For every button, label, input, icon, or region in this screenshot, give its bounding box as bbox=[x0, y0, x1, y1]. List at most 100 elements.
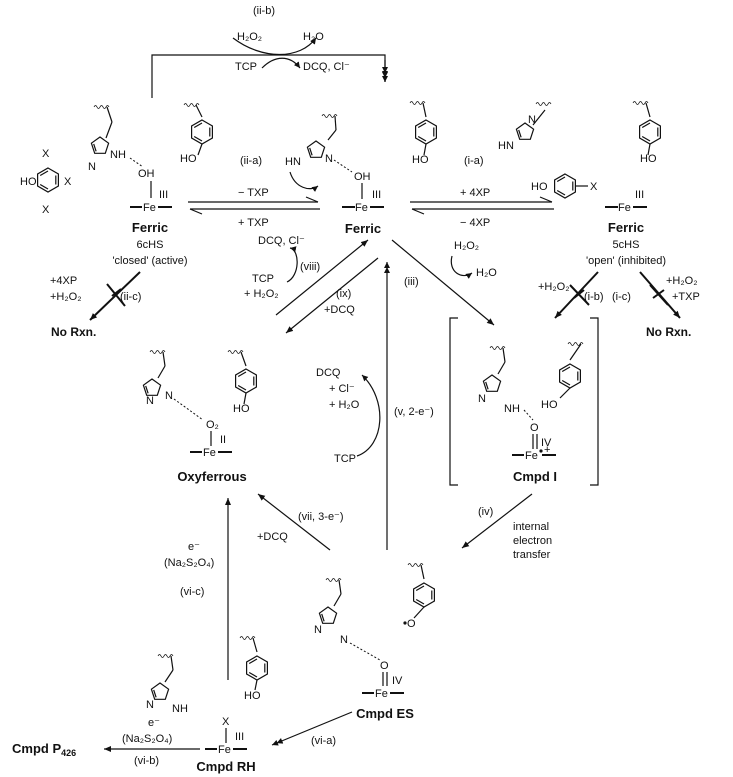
branch-i-b: +H₂O₂ (i-b) bbox=[538, 271, 604, 319]
ferric-open-structure: HN N HO X HO Fe III Ferric 5cHS 'open' (… bbox=[498, 101, 666, 267]
reagent-dcq-cl-top: DCQ, Cl⁻ bbox=[303, 61, 350, 73]
svg-text:+: + bbox=[544, 444, 550, 456]
step-iii-label: (iii) bbox=[404, 276, 419, 288]
oxidation-state: III bbox=[159, 189, 168, 201]
atom-hn: HN bbox=[285, 156, 301, 168]
step-v-label: (v, 2-e⁻) bbox=[394, 406, 434, 418]
reagent-tcp-top: TCP bbox=[235, 61, 257, 73]
step-i-a-forward: + 4XP bbox=[460, 187, 490, 199]
reagent-tcp-v: TCP bbox=[334, 453, 356, 465]
step-iii: H₂O₂ H₂O (iii) bbox=[391, 239, 497, 326]
equilibrium-ii-a: (ii-a) − TXP + TXP bbox=[188, 155, 320, 229]
step-i-b-label: (i-b) bbox=[584, 291, 604, 303]
oxidation-state: III bbox=[635, 189, 644, 201]
atom-o: O bbox=[380, 660, 389, 672]
branch-ii-c: +4XP +H₂O₂ (ii-c) No Rxn. bbox=[50, 271, 141, 339]
step-ix-label: (ix) bbox=[336, 288, 351, 300]
step-vi-b-label: (vi-b) bbox=[134, 755, 159, 767]
step-ii-b-label: (ii-b) bbox=[253, 5, 275, 17]
oxyferrous-structure: N N HO O₂ Fe II Oxyferrous bbox=[142, 350, 257, 484]
step-iv-text1: internal bbox=[513, 521, 549, 533]
atom-hn: HN bbox=[498, 140, 514, 152]
step-i-c-reagent1: +H₂O₂ bbox=[666, 275, 697, 287]
cmpd-i-structure: N NH HO O Fe IV + Cmpd I bbox=[449, 317, 599, 486]
atom-n: N bbox=[88, 161, 96, 173]
species-ferric-open-name: Ferric bbox=[608, 220, 644, 235]
species-ferric-center-name: Ferric bbox=[345, 221, 381, 236]
step-ii-c-reagent1: +4XP bbox=[50, 275, 77, 287]
step-iv-text3: transfer bbox=[513, 549, 551, 561]
step-i-b-reagent: +H₂O₂ bbox=[538, 281, 569, 293]
species-cmpd-rh: Cmpd RH bbox=[196, 759, 255, 774]
atom-fe: Fe bbox=[618, 202, 631, 214]
reagent-h2o-iii: H₂O bbox=[476, 267, 497, 279]
species-cmpd-i: Cmpd I bbox=[513, 469, 557, 484]
atom-n: N bbox=[146, 395, 154, 407]
oxidation-state: IV bbox=[541, 437, 552, 449]
step-viii-ix: DCQ, Cl⁻ (viii) TCP + H₂O₂ (ix) +DCQ bbox=[244, 235, 379, 334]
oxidation-state: IV bbox=[392, 675, 403, 687]
atom-n: N bbox=[478, 393, 486, 405]
atom-n: N bbox=[165, 390, 173, 402]
step-vii-reagent: +DCQ bbox=[257, 531, 288, 543]
species-ferric-closed-spin: 6cHS bbox=[137, 239, 164, 251]
equilibrium-i-a: (i-a) + 4XP − 4XP bbox=[410, 155, 554, 229]
branch-i-c: (i-c) +H₂O₂ +TXP No Rxn. bbox=[612, 271, 700, 339]
species-cmpd-p426-main: Cmpd P bbox=[12, 741, 61, 756]
no-reaction-right: No Rxn. bbox=[646, 325, 691, 339]
atom-x: X bbox=[222, 716, 230, 728]
atom-fe: Fe bbox=[525, 450, 538, 462]
step-i-c-reagent2: +TXP bbox=[672, 291, 700, 303]
step-vii: (vii, 3-e⁻) +DCQ bbox=[257, 493, 344, 551]
atom-ho: HO bbox=[244, 690, 261, 702]
step-iv-label: (iv) bbox=[478, 506, 493, 518]
step-i-a-label: (i-a) bbox=[464, 155, 484, 167]
step-v: DCQ + Cl⁻ + H₂O TCP (v, 2-e⁻) bbox=[316, 262, 434, 550]
reagent-dithionite-vi-b: (Na₂S₂O₄) bbox=[122, 733, 172, 745]
step-vi-c: e⁻ (Na₂S₂O₄) (vi-c) bbox=[164, 498, 231, 680]
reagent-h2o-top: H₂O bbox=[303, 31, 324, 43]
step-vi-c-label: (vi-c) bbox=[180, 586, 204, 598]
oxidation-state: III bbox=[372, 189, 381, 201]
cmpd-es-structure: N N O O Fe IV Cmpd ES bbox=[314, 563, 435, 721]
step-viii-in1: TCP bbox=[252, 273, 274, 285]
atom-nh: NH bbox=[504, 403, 520, 415]
no-reaction-left: No Rxn. bbox=[51, 325, 96, 339]
reagent-electron-vi-c: e⁻ bbox=[188, 541, 200, 553]
step-ii-b: (ii-b) H₂O₂ H₂O TCP DCQ, Cl⁻ bbox=[151, 5, 388, 98]
atom-x: X bbox=[590, 181, 598, 193]
oxidation-state: III bbox=[235, 731, 244, 743]
atom-nh: NH bbox=[172, 703, 188, 715]
step-viii-in2: + H₂O₂ bbox=[244, 288, 279, 300]
reagent-electron-vi-b: e⁻ bbox=[148, 717, 160, 729]
step-iv-text2: electron bbox=[513, 535, 552, 547]
step-ii-a-forward: − TXP bbox=[238, 187, 269, 199]
oxidation-state: II bbox=[220, 434, 226, 446]
atom-ho: HO bbox=[180, 153, 197, 165]
atom-oh: OH bbox=[354, 171, 371, 183]
atom-fe: Fe bbox=[143, 202, 156, 214]
reagent-cl-v: + Cl⁻ bbox=[329, 383, 355, 395]
atom-ho: HO bbox=[541, 399, 558, 411]
atom-ho: HO bbox=[531, 181, 548, 193]
atom-x: X bbox=[42, 204, 50, 216]
atom-x: X bbox=[42, 148, 50, 160]
species-oxyferrous: Oxyferrous bbox=[177, 469, 246, 484]
species-ferric-open-spin: 5cHS bbox=[613, 239, 640, 251]
step-vi-b: e⁻ (Na₂S₂O₄) (vi-b) Cmpd P426 bbox=[12, 717, 200, 767]
atom-n: N bbox=[325, 153, 333, 165]
reagent-dcq-v: DCQ bbox=[316, 367, 341, 379]
step-vii-label: (vii, 3-e⁻) bbox=[298, 511, 344, 523]
atom-n: N bbox=[146, 699, 154, 711]
species-ferric-closed-name: Ferric bbox=[132, 220, 168, 235]
atom-o: O bbox=[530, 422, 539, 434]
ferric-center-structure: HN N OH HO Fe III Ferric bbox=[285, 101, 437, 236]
species-cmpd-p426-sub: 426 bbox=[61, 748, 76, 758]
step-ix-reagent: +DCQ bbox=[324, 304, 355, 316]
step-i-c-label: (i-c) bbox=[612, 291, 631, 303]
step-viii-out: DCQ, Cl⁻ bbox=[258, 235, 305, 247]
step-viii-label: (viii) bbox=[300, 261, 320, 273]
reagent-h2o2-top: H₂O₂ bbox=[237, 31, 262, 43]
species-cmpd-p426: Cmpd P426 bbox=[12, 741, 76, 758]
